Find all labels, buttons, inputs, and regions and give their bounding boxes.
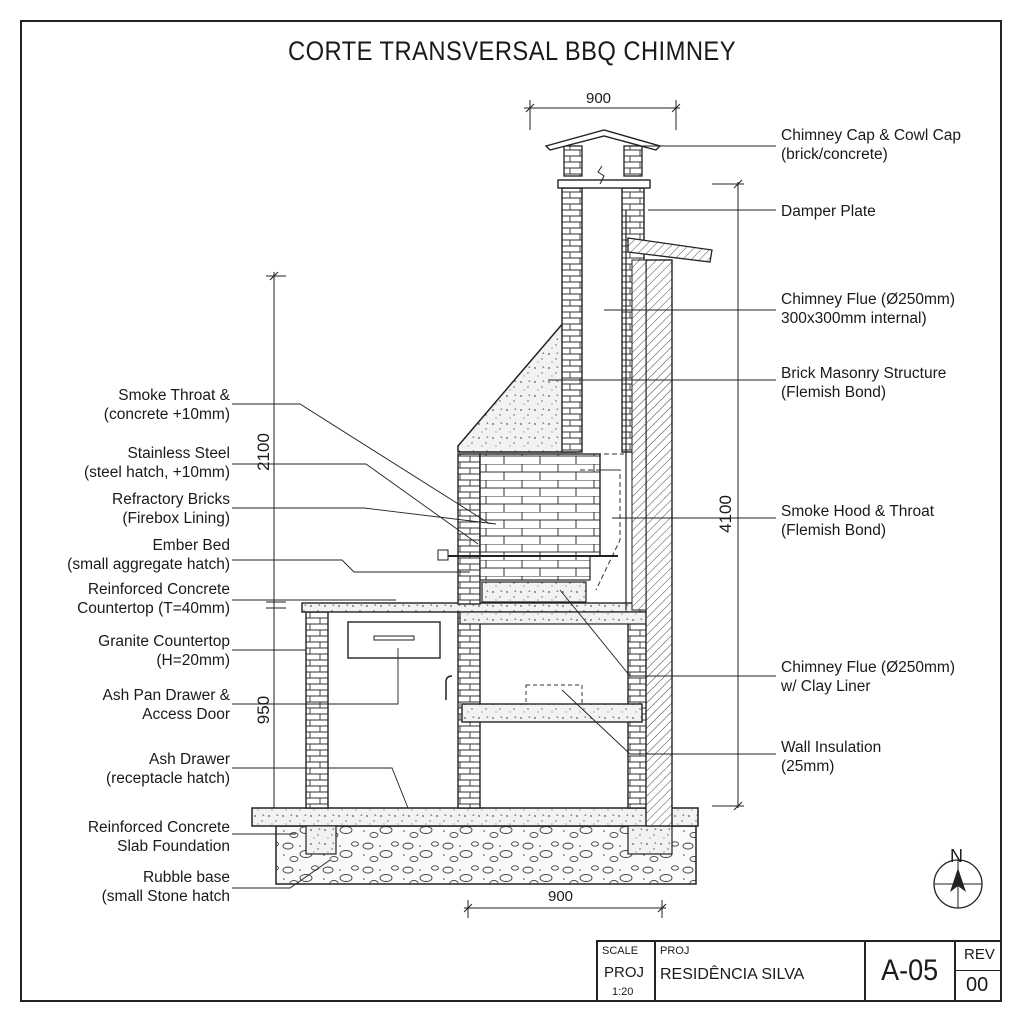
chimney-cap (544, 129, 662, 151)
dim-top-width: 900 (586, 90, 612, 107)
countertop-slab (459, 611, 649, 625)
label-stainless-steel: Stainless Steel(steel hatch, +10mm) (83, 445, 230, 481)
hood-dashed-outline (595, 469, 621, 591)
drawing-title: CORTE TRANSVERSAL BBQ CHIMNEY (287, 36, 737, 66)
cap-pier-right (623, 145, 643, 177)
back-wall (645, 259, 673, 827)
grate-support (437, 549, 449, 561)
footing-right (627, 825, 673, 855)
scale-value: 1:20 (612, 986, 634, 998)
foundation-slab (251, 807, 699, 827)
scale-label: SCALE (602, 945, 639, 957)
damper-plate (557, 179, 651, 189)
rubble-base (275, 825, 697, 885)
left-leaders (232, 403, 497, 889)
dim-bottom-width: 900 (548, 888, 574, 905)
north-label: N (950, 846, 963, 866)
ember-bed (481, 581, 587, 603)
scale-top: PROJ (604, 964, 645, 981)
project-name: RESIDÊNCIA SILVA (660, 966, 805, 983)
north-arrow-icon (933, 859, 983, 909)
label-ember-bed: Ember Bed(small aggregate hatch) (67, 537, 230, 573)
label-chimney-flue: Chimney Flue (Ø250mm) 300x300mm internal… (781, 291, 955, 327)
drawer-handle (373, 635, 415, 641)
label-smoke-throat: Smoke Throat &(concrete +10mm) (103, 387, 230, 423)
dim-height-total: 4100 (716, 495, 735, 533)
dim-height-upper: 2100 (254, 433, 273, 471)
dimension-lines (266, 100, 744, 918)
wall-coping (627, 237, 713, 263)
label-rubble-base: Rubble base(small Stone hatch (101, 869, 230, 905)
label-damper-plate: Damper Plate (781, 203, 876, 220)
title-block: SCALE PROJ 1:20 PROJ RESIDÊNCIA SILVA A-… (596, 940, 1002, 1002)
break-mark (597, 165, 605, 185)
label-brick-masonry: Brick Masonry Structure(Flemish Bond) (781, 365, 947, 401)
sheet-number: A-05 (881, 954, 939, 987)
ash-shelf (461, 703, 643, 723)
right-leaders (548, 145, 776, 755)
door-handle (445, 675, 453, 700)
label-ash-pan-drawer: Ash Pan Drawer &Access Door (102, 687, 231, 723)
hood-dashed-lines (580, 453, 624, 471)
label-wall-insulation: Wall Insulation(25mm) (781, 739, 882, 775)
cap-pier-left (563, 145, 583, 177)
ember-bed-bricks (479, 555, 591, 581)
rev-label: REV (964, 946, 995, 963)
proj-label: PROJ (660, 945, 690, 957)
wall-insulation (631, 259, 647, 611)
label-smoke-hood: Smoke Hood & Throat(Flemish Bond) (781, 503, 935, 539)
ash-drawer-box (525, 684, 583, 705)
dim-height-lower: 950 (254, 695, 273, 725)
label-flue-clay-liner: Chimney Flue (Ø250mm)w/ Clay Liner (781, 659, 955, 695)
label-ash-drawer: Ash Drawer(receptacle hatch) (105, 751, 230, 787)
refractory-brick-lining (479, 453, 601, 557)
chimney-left-wall (561, 187, 583, 453)
sheet-border (20, 20, 1002, 1002)
left-brick-pier (305, 611, 329, 809)
label-refractory-bricks: Refractory Bricks(Firebox Lining) (112, 491, 230, 527)
firebox-side-wall (457, 453, 481, 605)
footing-left (305, 825, 337, 855)
label-chimney-cap: Chimney Cap & Cowl Cap(brick/concrete) (781, 127, 962, 163)
rev-value: 00 (966, 974, 989, 996)
label-granite-countertop: Granite Countertop(H=20mm) (98, 633, 230, 669)
